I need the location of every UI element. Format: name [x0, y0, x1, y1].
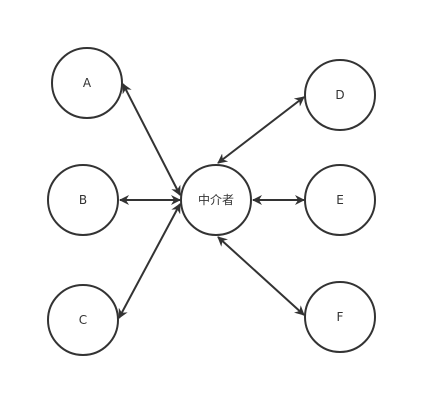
edge-mediator-d — [217, 96, 305, 164]
node-d-circle — [304, 59, 376, 131]
node-f-label: F — [337, 310, 344, 324]
node-d: D — [304, 59, 376, 131]
edge-mediator-a — [122, 83, 181, 196]
node-mediator: 中介者 — [180, 164, 252, 236]
node-c: C — [47, 284, 119, 356]
node-a-label: A — [83, 76, 92, 90]
node-c-label: C — [79, 313, 87, 327]
edge-mediator-f — [217, 236, 305, 316]
node-c-circle — [47, 284, 119, 356]
node-f: F — [304, 281, 376, 353]
node-a: A — [51, 47, 123, 119]
node-e-label: E — [336, 193, 344, 207]
node-d-label: D — [335, 88, 344, 102]
edges — [118, 83, 305, 319]
node-a-circle — [51, 47, 123, 119]
node-mediator-circle — [180, 164, 252, 236]
node-b-circle — [47, 164, 119, 236]
edge-mediator-c — [118, 203, 181, 319]
nodes: A B C 中介者 D E F — [47, 47, 376, 356]
node-b: B — [47, 164, 119, 236]
node-f-circle — [304, 281, 376, 353]
node-e: E — [304, 164, 376, 236]
node-e-circle — [304, 164, 376, 236]
node-mediator-label: 中介者 — [198, 192, 234, 207]
node-b-label: B — [79, 193, 87, 207]
